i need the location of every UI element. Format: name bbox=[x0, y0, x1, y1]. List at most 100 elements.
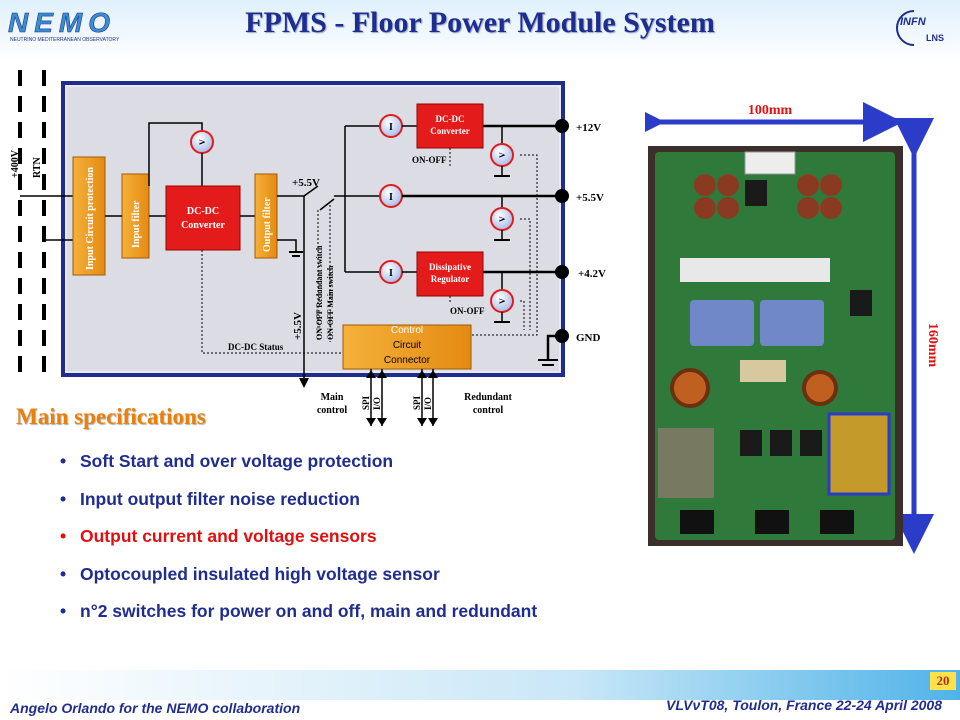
specs-heading: Main specifications bbox=[16, 404, 206, 429]
dcdc-12v-label-1: DC-DC bbox=[436, 114, 465, 124]
input-protection-label: Input Circuit protection bbox=[85, 167, 96, 270]
board-inductor bbox=[802, 370, 838, 406]
specs-list: Soft Start and over voltage protection I… bbox=[60, 448, 537, 636]
board-connector bbox=[755, 510, 789, 534]
board-capacitor bbox=[694, 174, 716, 196]
switch-main bbox=[303, 185, 319, 197]
redundant-control-label-1: Redundant bbox=[464, 392, 512, 403]
arrow-head bbox=[417, 418, 427, 426]
daughter-board bbox=[827, 412, 891, 496]
board-photo: 100mm 160mm bbox=[645, 102, 940, 554]
footer-author: Angelo Orlando for the NEMO collaboratio… bbox=[10, 700, 301, 716]
voltage-sensor-label: V bbox=[498, 152, 507, 158]
io-label-redundant: I/O bbox=[423, 397, 433, 410]
arrow-head bbox=[428, 418, 438, 426]
terminal-gnd bbox=[555, 329, 569, 343]
sensor-line bbox=[472, 154, 538, 336]
board-part bbox=[680, 258, 830, 282]
board-connector bbox=[820, 510, 854, 534]
footer-band bbox=[0, 670, 960, 700]
sensor-line bbox=[520, 300, 525, 330]
dcdc-status-label: DC-DC Status bbox=[228, 342, 284, 352]
dissipative-label-1: Dissipative bbox=[429, 262, 471, 272]
board-filter bbox=[690, 300, 754, 346]
spi-label-main: SPI bbox=[361, 395, 371, 410]
board-transistor bbox=[740, 430, 762, 456]
footer-conference: VLVνT08, Toulon, France 22-24 April 2008 bbox=[666, 697, 942, 713]
dcdc-main-label-2: Converter bbox=[181, 220, 225, 231]
board-filter bbox=[760, 300, 824, 346]
terminal-4v2 bbox=[555, 265, 569, 279]
sensor-line bbox=[520, 218, 531, 330]
io-label-main: I/O bbox=[372, 397, 382, 410]
arrow-head bbox=[417, 370, 427, 378]
infn-logo-sub: LNS bbox=[926, 33, 944, 43]
output-filter-block bbox=[254, 173, 278, 259]
main-control-label-1: Main bbox=[321, 392, 344, 403]
board-capacitor bbox=[694, 197, 716, 219]
board-transistor bbox=[800, 430, 822, 456]
board-transistor bbox=[770, 430, 792, 456]
wire bbox=[277, 239, 297, 252]
arrow-head bbox=[299, 378, 309, 388]
input-label-400v: +400V bbox=[10, 149, 21, 178]
nemo-logo-tagline: NEUTRINO MEDITERRANEAN OBSERVATORY bbox=[10, 37, 120, 43]
current-sensor-label: I bbox=[389, 192, 393, 203]
spi-label-redundant: SPI bbox=[412, 395, 422, 410]
nemo-logo: NEMO NEUTRINO MEDITERRANEAN OBSERVATORY bbox=[8, 7, 120, 43]
board-capacitor bbox=[717, 174, 739, 196]
dcdc-main-label-1: DC-DC bbox=[187, 206, 219, 217]
output-label-5v5: +5.5V bbox=[576, 192, 604, 204]
infn-logo: INFN LNS bbox=[896, 10, 944, 46]
output-label-12v: +12V bbox=[576, 122, 601, 134]
board-capacitor bbox=[797, 197, 819, 219]
switch-redundant-label: ON-OFF Redundant switch bbox=[315, 245, 324, 340]
page-number: 20 bbox=[930, 672, 956, 690]
dissipative-regulator-block bbox=[416, 251, 484, 297]
main-control-label-2: control bbox=[317, 405, 348, 416]
dcdc-main-block bbox=[165, 185, 241, 251]
board-part bbox=[740, 360, 786, 382]
switch-redundant bbox=[319, 198, 335, 211]
arrow-head bbox=[377, 370, 387, 378]
header-band bbox=[0, 0, 960, 62]
arrow-head bbox=[366, 370, 376, 378]
output-filter-label: Output filter bbox=[262, 197, 273, 252]
current-sensor-label: I bbox=[389, 268, 393, 279]
width-label: 100mm bbox=[748, 103, 793, 118]
voltage-sensor-label: V bbox=[498, 216, 507, 222]
control-label-1: Control bbox=[391, 325, 423, 336]
infn-logo-word: INFN bbox=[900, 16, 927, 28]
arrow-head bbox=[377, 418, 387, 426]
current-sensor-label: I bbox=[389, 122, 393, 133]
arrow-head bbox=[428, 370, 438, 378]
board-capacitor bbox=[820, 197, 842, 219]
input-filter-label: Input filter bbox=[131, 200, 142, 248]
input-protection-block bbox=[72, 156, 106, 276]
page-title: FPMS - Floor Power Module System bbox=[245, 6, 715, 39]
dcdc-12v-label-2: Converter bbox=[430, 126, 469, 136]
arrow-head bbox=[366, 418, 376, 426]
board-capacitor bbox=[797, 174, 819, 196]
board-capacitor bbox=[717, 197, 739, 219]
bus-label: +5.5V bbox=[292, 177, 320, 189]
terminal-5v5 bbox=[555, 189, 569, 203]
height-label: 160mm bbox=[925, 323, 940, 368]
nemo-logo-word: NEMO bbox=[8, 7, 116, 38]
board-connector bbox=[744, 151, 796, 175]
wire bbox=[148, 122, 203, 186]
input-filter-block bbox=[121, 173, 150, 259]
on-off-label-1: ON-OFF bbox=[412, 155, 447, 165]
spec-item: Soft Start and over voltage protection bbox=[60, 448, 537, 486]
input-label-rtn: RTN bbox=[32, 156, 43, 178]
control-connector-block bbox=[342, 324, 472, 370]
board-inductor bbox=[670, 368, 710, 408]
board-transistor bbox=[745, 180, 767, 206]
output-label-4v2: +4.2V bbox=[578, 268, 606, 280]
control-label-3: Connector bbox=[384, 355, 431, 366]
output-label-gnd: GND bbox=[576, 332, 601, 344]
spec-item: n°2 switches for power on and off, main … bbox=[60, 598, 537, 636]
board-connector bbox=[680, 510, 714, 534]
control-label-2: Circuit bbox=[393, 340, 422, 351]
terminal-12v bbox=[555, 119, 569, 133]
